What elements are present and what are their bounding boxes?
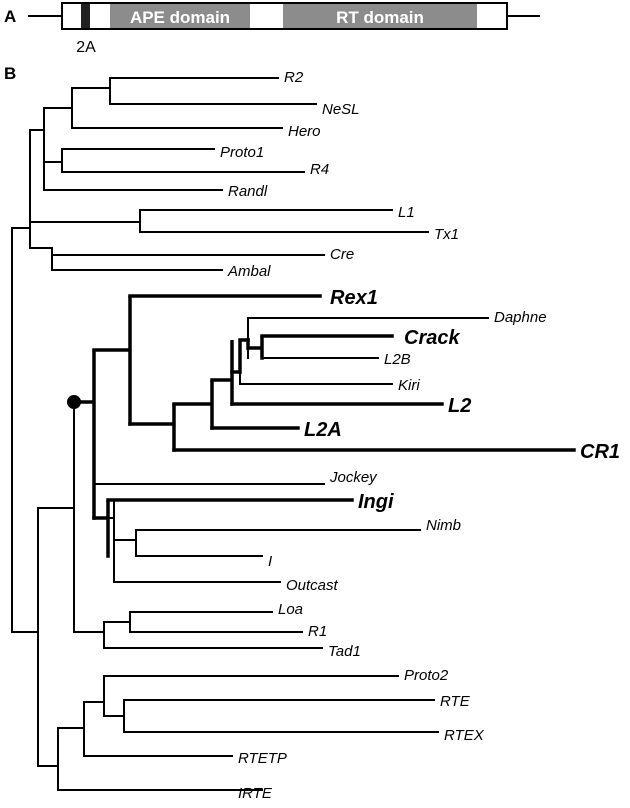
panel-a: A APE domain RT domain 2A xyxy=(4,2,540,56)
panel-b-label: B xyxy=(4,64,16,83)
tree-branches-bold xyxy=(72,294,576,558)
branch-big-node xyxy=(37,402,75,633)
taxon-nesl: NeSL xyxy=(322,101,360,118)
taxon-r1: R1 xyxy=(308,623,327,640)
taxon-cr1: CR1 xyxy=(580,441,620,463)
taxon-irte: IRTE xyxy=(238,785,273,802)
taxon-rtetp: RTETP xyxy=(238,750,287,767)
branch-r2-node xyxy=(71,78,111,105)
taxon-r2: R2 xyxy=(284,69,304,86)
branch-r2-nesl xyxy=(43,88,73,129)
branch-rte-rtex xyxy=(103,700,125,733)
branch-cre-ambal xyxy=(29,247,53,271)
bold-cr1-upper xyxy=(92,296,132,426)
taxon-proto2: Proto2 xyxy=(404,667,449,684)
taxon-cre: Cre xyxy=(330,246,354,263)
taxon-rex1: Rex1 xyxy=(330,287,378,309)
branch-l1-tx1 xyxy=(29,210,141,233)
taxon-rte: RTE xyxy=(440,693,471,710)
bold-l2-sub xyxy=(172,380,214,430)
bold-l2-group xyxy=(128,404,176,452)
taxon-labels: R2 NeSL Hero Proto1 R4 Randl L1 Tx1 Cre … xyxy=(220,69,620,802)
taxon-hero: Hero xyxy=(288,123,321,140)
taxon-crack: Crack xyxy=(404,327,460,349)
branch-rte-node xyxy=(57,702,85,757)
ape-domain-label: APE domain xyxy=(130,8,230,27)
branch-nimb-i xyxy=(113,530,137,557)
motif-2a-label: 2A xyxy=(76,39,96,56)
taxon-ambal: Ambal xyxy=(227,263,271,280)
taxon-kiri: Kiri xyxy=(398,377,420,394)
taxon-nimb: Nimb xyxy=(426,517,461,534)
motif-2a-box xyxy=(81,4,90,28)
panel-b: B xyxy=(4,64,620,802)
rt-domain-label: RT domain xyxy=(336,8,424,27)
rt-domain-box xyxy=(283,4,477,28)
taxon-proto1: Proto1 xyxy=(220,144,264,161)
taxon-loa: Loa xyxy=(278,601,303,618)
branch-proto1-r4 xyxy=(43,149,63,173)
branch-r2-group xyxy=(29,108,45,191)
taxon-rtex: RTEX xyxy=(444,727,485,744)
taxon-r4: R4 xyxy=(310,161,329,178)
branch-ingi-outcast xyxy=(93,500,115,583)
taxon-tx1: Tx1 xyxy=(434,226,459,243)
branch-loa-r1 xyxy=(103,612,131,633)
bold-crack-group xyxy=(210,340,234,406)
bold-ingi-stem xyxy=(92,500,110,558)
taxon-i: I xyxy=(268,553,272,570)
bold-crack-inner xyxy=(246,336,264,360)
branch-lower-clade xyxy=(11,508,39,767)
bold-crack-node xyxy=(230,338,250,374)
branch-upper-clade xyxy=(11,130,31,249)
taxon-l2a: L2A xyxy=(304,419,342,441)
branch-rte-sub xyxy=(83,676,105,717)
tree-branches xyxy=(11,77,489,791)
taxon-ingi: Ingi xyxy=(358,491,394,513)
bold-cr1-stem xyxy=(72,350,96,520)
taxon-outcast: Outcast xyxy=(286,577,339,594)
taxon-daphne: Daphne xyxy=(494,309,547,326)
taxon-l2b: L2B xyxy=(384,351,411,368)
taxon-randl: Randl xyxy=(228,183,268,200)
taxon-tad1: Tad1 xyxy=(328,643,361,660)
ape-domain-box xyxy=(110,4,250,28)
taxon-jockey: Jockey xyxy=(329,469,378,486)
taxon-l2: L2 xyxy=(448,395,471,417)
branch-rte-group xyxy=(37,728,59,791)
branch-loa-group xyxy=(73,622,105,649)
taxon-l1: L1 xyxy=(398,204,415,221)
node-marker xyxy=(67,395,81,409)
panel-a-label: A xyxy=(4,7,16,26)
